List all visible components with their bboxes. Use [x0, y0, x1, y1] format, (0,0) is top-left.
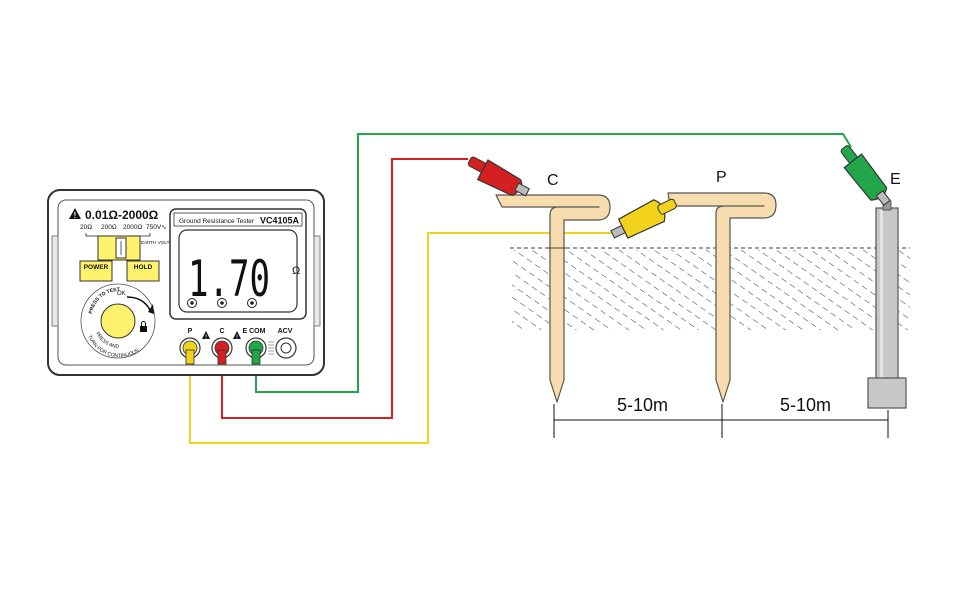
terminal-acv[interactable]	[275, 337, 297, 359]
green-alligator-clip	[840, 145, 891, 206]
yellow-alligator-clip	[610, 198, 677, 239]
range-selector: ! 0.01Ω-2000Ω 20Ω 200Ω 2000Ω 750V∿ EARTH…	[69, 208, 179, 261]
lcd-screen	[178, 229, 298, 313]
red-lead-wire	[221, 158, 468, 419]
green-lead-wire	[255, 133, 852, 393]
terminal-label-acv: ACV	[278, 328, 293, 335]
lead-wires	[189, 133, 852, 444]
range-200-label: 200Ω	[101, 224, 117, 231]
yellow-lead-wire	[189, 232, 616, 444]
svg-text:!: !	[205, 335, 207, 341]
svg-text:!: !	[236, 335, 238, 341]
warning-icon: !	[202, 331, 210, 341]
model-caption: Ground Resistance Tester	[179, 218, 255, 225]
test-knob[interactable]	[100, 303, 136, 339]
range-20-label: 20Ω	[80, 224, 92, 231]
terminal-c[interactable]	[211, 337, 233, 365]
distance-p-to-e: 5-10m	[780, 395, 831, 415]
power-button-label: POWER	[84, 264, 109, 271]
warning-icon: !	[69, 208, 81, 220]
knob-ok-label: OK	[117, 291, 126, 297]
range-title: 0.01Ω-2000Ω	[85, 208, 159, 222]
stake-p-label: P	[716, 169, 727, 186]
test-knob-area: PRESS TO TEST PRESS AND TURN FOR CONTINU…	[80, 283, 156, 359]
rod-e-label: E	[890, 171, 901, 188]
lock-icon	[140, 321, 147, 332]
red-alligator-clip	[467, 156, 530, 197]
stake-c-label: C	[547, 172, 559, 189]
lcd-reading: 1.70	[188, 250, 270, 308]
stake-c	[495, 194, 611, 403]
terminal-e-com[interactable]	[245, 337, 267, 365]
distance-markers	[553, 404, 889, 438]
terminal-label-p: P	[188, 328, 193, 335]
svg-text:!: !	[74, 211, 77, 220]
terminal-label-e-com: E COM	[243, 328, 266, 335]
hold-button[interactable]: HOLD	[126, 260, 160, 282]
model-name: VC4105A	[260, 216, 300, 226]
range-acv-label: 750V∿	[146, 224, 167, 231]
lcd-unit: Ω	[292, 265, 300, 277]
terminal-block: P ! C ! E COM ACV	[179, 328, 297, 365]
stake-p	[667, 192, 777, 403]
soil	[510, 247, 910, 330]
rotate-arrow-icon	[126, 296, 154, 314]
range-2000-label: 2000Ω	[123, 224, 142, 231]
hold-button-label: HOLD	[134, 264, 153, 271]
distance-c-to-p: 5-10m	[617, 395, 668, 415]
lcd-screws	[187, 298, 257, 308]
power-button[interactable]: POWER	[79, 260, 113, 282]
terminal-label-c: C	[219, 328, 224, 335]
earth-voltage-label: EARTH VOLTAGE	[141, 240, 179, 245]
warning-icon: !	[233, 331, 241, 341]
lcd-panel: Ground Resistance Tester VC4105A 1.70 Ω	[169, 208, 307, 320]
terminal-stripes	[268, 341, 274, 355]
terminal-p[interactable]	[179, 337, 201, 365]
